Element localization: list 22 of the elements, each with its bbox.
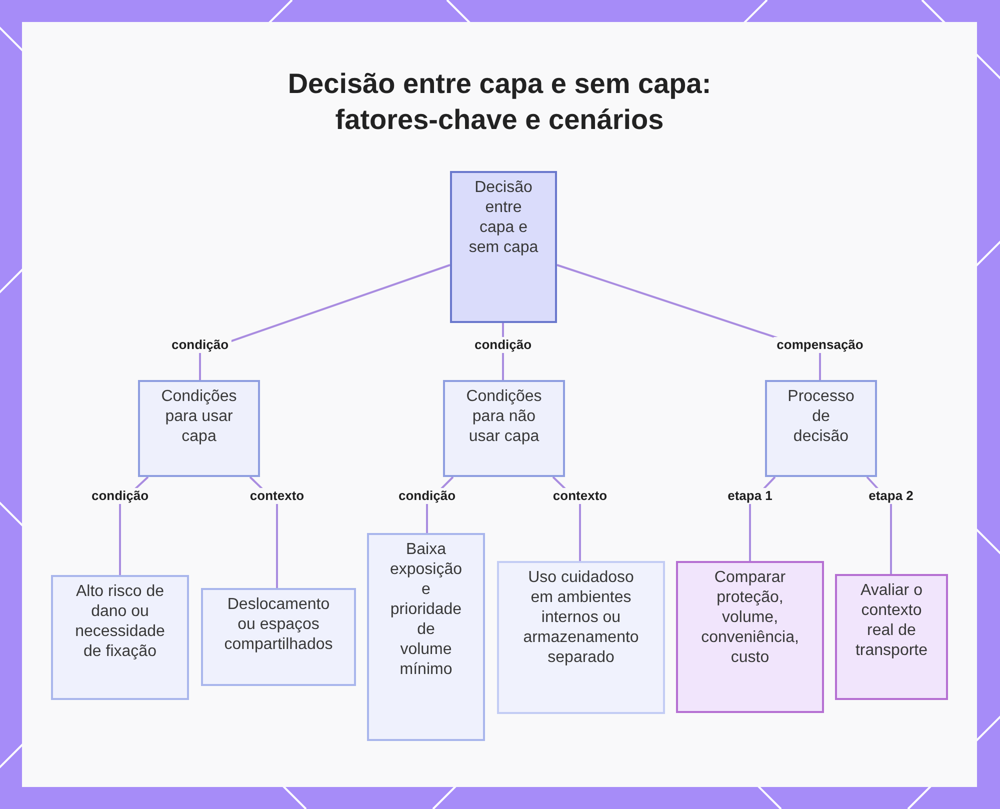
node-text: Baixa exposição e prioridade de volume mínimo [390, 540, 462, 680]
diagram-title: Decisão entre capa e sem capa: fatores-chave e cenários [286, 67, 712, 137]
detail-box [51, 575, 189, 700]
node-text: Deslocamento ou espaços compartilhados [223, 595, 334, 655]
node-text: Alto risco de dano ou necessidade de fixação [74, 582, 166, 662]
node-text: Processo de decisão [786, 387, 856, 447]
detail-box [367, 533, 485, 741]
node-text: Uso cuidadoso em ambientes internos ou armazenamento separado [522, 568, 640, 668]
detail-box [497, 561, 665, 714]
detail-box [201, 588, 356, 686]
node-text: Condições para não usar capa [465, 387, 543, 447]
category-box [138, 380, 260, 477]
node-text: Avaliar o contexto real de transporte [854, 581, 929, 661]
category-box [765, 380, 877, 477]
step-box [835, 574, 948, 700]
node-text: Decisão entre capa e sem capa [468, 178, 540, 258]
connector-line [199, 264, 450, 380]
category-box [443, 380, 565, 477]
node-text: Condições para usar capa [160, 387, 238, 447]
node-text: Comparar proteção, volume, conveniência, custo [700, 568, 800, 668]
step-box [676, 561, 824, 713]
topic-box [450, 171, 557, 323]
